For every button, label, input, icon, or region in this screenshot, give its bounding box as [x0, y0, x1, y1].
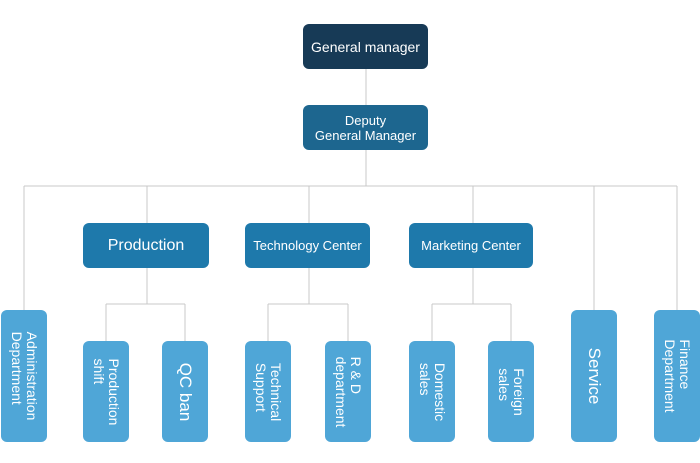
marketing-center-label: Marketing Center	[421, 238, 521, 253]
domestic-sales-label-line1: Domestic	[432, 362, 448, 421]
foreign-sales-box: Foreign sales	[488, 341, 534, 442]
qc-ban-label: QC ban	[176, 362, 195, 421]
deputy-label-line1: Deputy	[344, 112, 387, 128]
service-label: Service	[585, 347, 604, 405]
production-shift-label-line1: Production	[106, 358, 122, 425]
domestic-sales-label-line2: sales	[417, 362, 433, 396]
deputy-label-line2: General Manager	[314, 127, 417, 143]
rd-department-box: R & D department	[325, 341, 371, 442]
rd-label-line2: department	[333, 356, 349, 427]
rd-label-line1: R & D	[348, 356, 364, 394]
technology-center-box: Technology Center	[245, 223, 370, 268]
finance-label-line2: Department	[662, 339, 678, 413]
finance-department-box: Finance Department	[654, 310, 700, 442]
finance-label-line1: Finance	[677, 339, 693, 390]
service-box: Service	[571, 310, 617, 442]
technical-support-label-line1: Technical	[268, 362, 284, 421]
administration-department-box: Administration Department	[1, 310, 47, 442]
production-label: Production	[107, 236, 185, 254]
deputy-general-manager-box: Deputy General Manager	[303, 105, 428, 150]
domestic-sales-box: Domestic sales	[409, 341, 455, 442]
production-shift-label-line2: shift	[91, 358, 107, 384]
technical-support-label-line2: Support	[253, 362, 269, 412]
general-manager-label: General manager	[311, 38, 420, 55]
production-shift-box: Production shift	[83, 341, 129, 442]
foreign-sales-label-line1: Foreign	[511, 367, 527, 416]
technical-support-box: Technical Support	[245, 341, 291, 442]
general-manager-box: General manager	[303, 24, 428, 69]
marketing-center-box: Marketing Center	[409, 223, 533, 268]
foreign-sales-label-line2: sales	[496, 367, 512, 401]
technology-center-label: Technology Center	[253, 238, 362, 253]
administration-label-line1: Administration	[24, 331, 40, 421]
administration-label-line2: Department	[9, 331, 25, 405]
qc-ban-box: QC ban	[162, 341, 208, 442]
production-box: Production	[83, 223, 209, 268]
